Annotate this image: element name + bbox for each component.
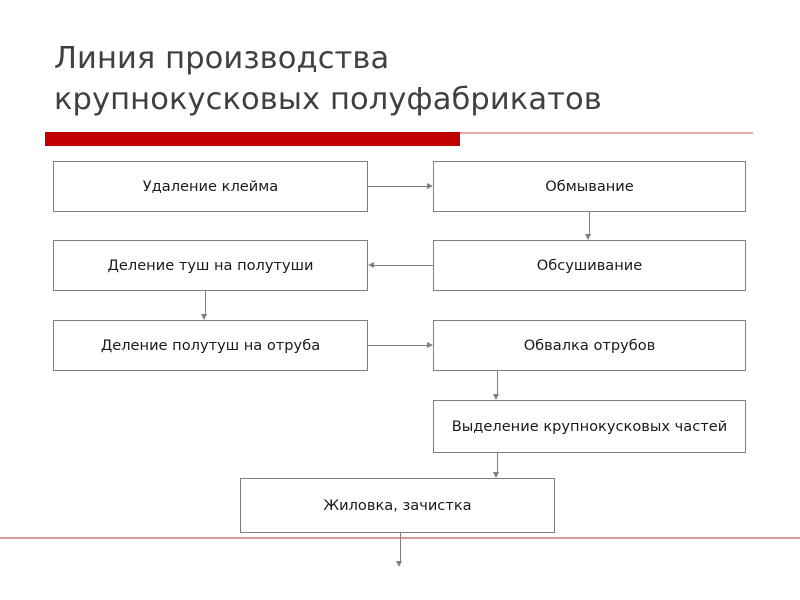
arrowhead-right-row1: [427, 182, 433, 189]
arrowhead-down-vydelenie: [493, 394, 500, 400]
flow-node-zhilovka-zachistka[interactable]: Жиловка, зачистка: [240, 478, 555, 533]
connector-obsushivanie-to-delenie-tush: [374, 265, 433, 267]
flow-node-udalenie-kleyma[interactable]: Удаление клейма: [53, 161, 368, 212]
arrowhead-down-zhilovka: [493, 472, 500, 478]
flow-node-obvalka-otrubov[interactable]: Обвалка отрубов: [433, 320, 746, 371]
flow-node-delenie-polutush-na-otruba[interactable]: Деление полутуш на отруба: [53, 320, 368, 371]
arrowhead-down-obsushivanie: [585, 234, 592, 240]
connector-delenie-tush-to-delenie-polutush: [205, 291, 207, 314]
accent-bar: [45, 132, 460, 146]
connector-obvalka-to-vydelenie: [497, 371, 499, 394]
connector-zhilovka-to-next-stage: [400, 533, 402, 561]
flow-node-obsushivanie[interactable]: Обсушивание: [433, 240, 746, 291]
arrowhead-left-row2: [368, 261, 374, 268]
connector-udalenie-to-obmyvanie: [368, 186, 427, 188]
arrowhead-down-delenie-polutush: [201, 314, 208, 320]
arrowhead-down-next-stage: [396, 561, 403, 567]
connector-delenie-polutush-to-obvalka: [368, 345, 427, 347]
connector-obmyvanie-to-obsushivanie: [589, 212, 591, 234]
page-title: Линия производства крупнокусковых полуфа…: [54, 41, 602, 117]
flow-node-obmyvanie[interactable]: Обмывание: [433, 161, 746, 212]
flow-node-vydelenie-krupnokuskovyh-chastey[interactable]: Выделение крупнокусковых частей: [433, 400, 746, 453]
flow-node-delenie-tush-na-polutushi[interactable]: Деление туш на полутуши: [53, 240, 368, 291]
arrowhead-right-row3: [427, 341, 433, 348]
connector-vydelenie-to-zhilovka: [497, 453, 499, 472]
